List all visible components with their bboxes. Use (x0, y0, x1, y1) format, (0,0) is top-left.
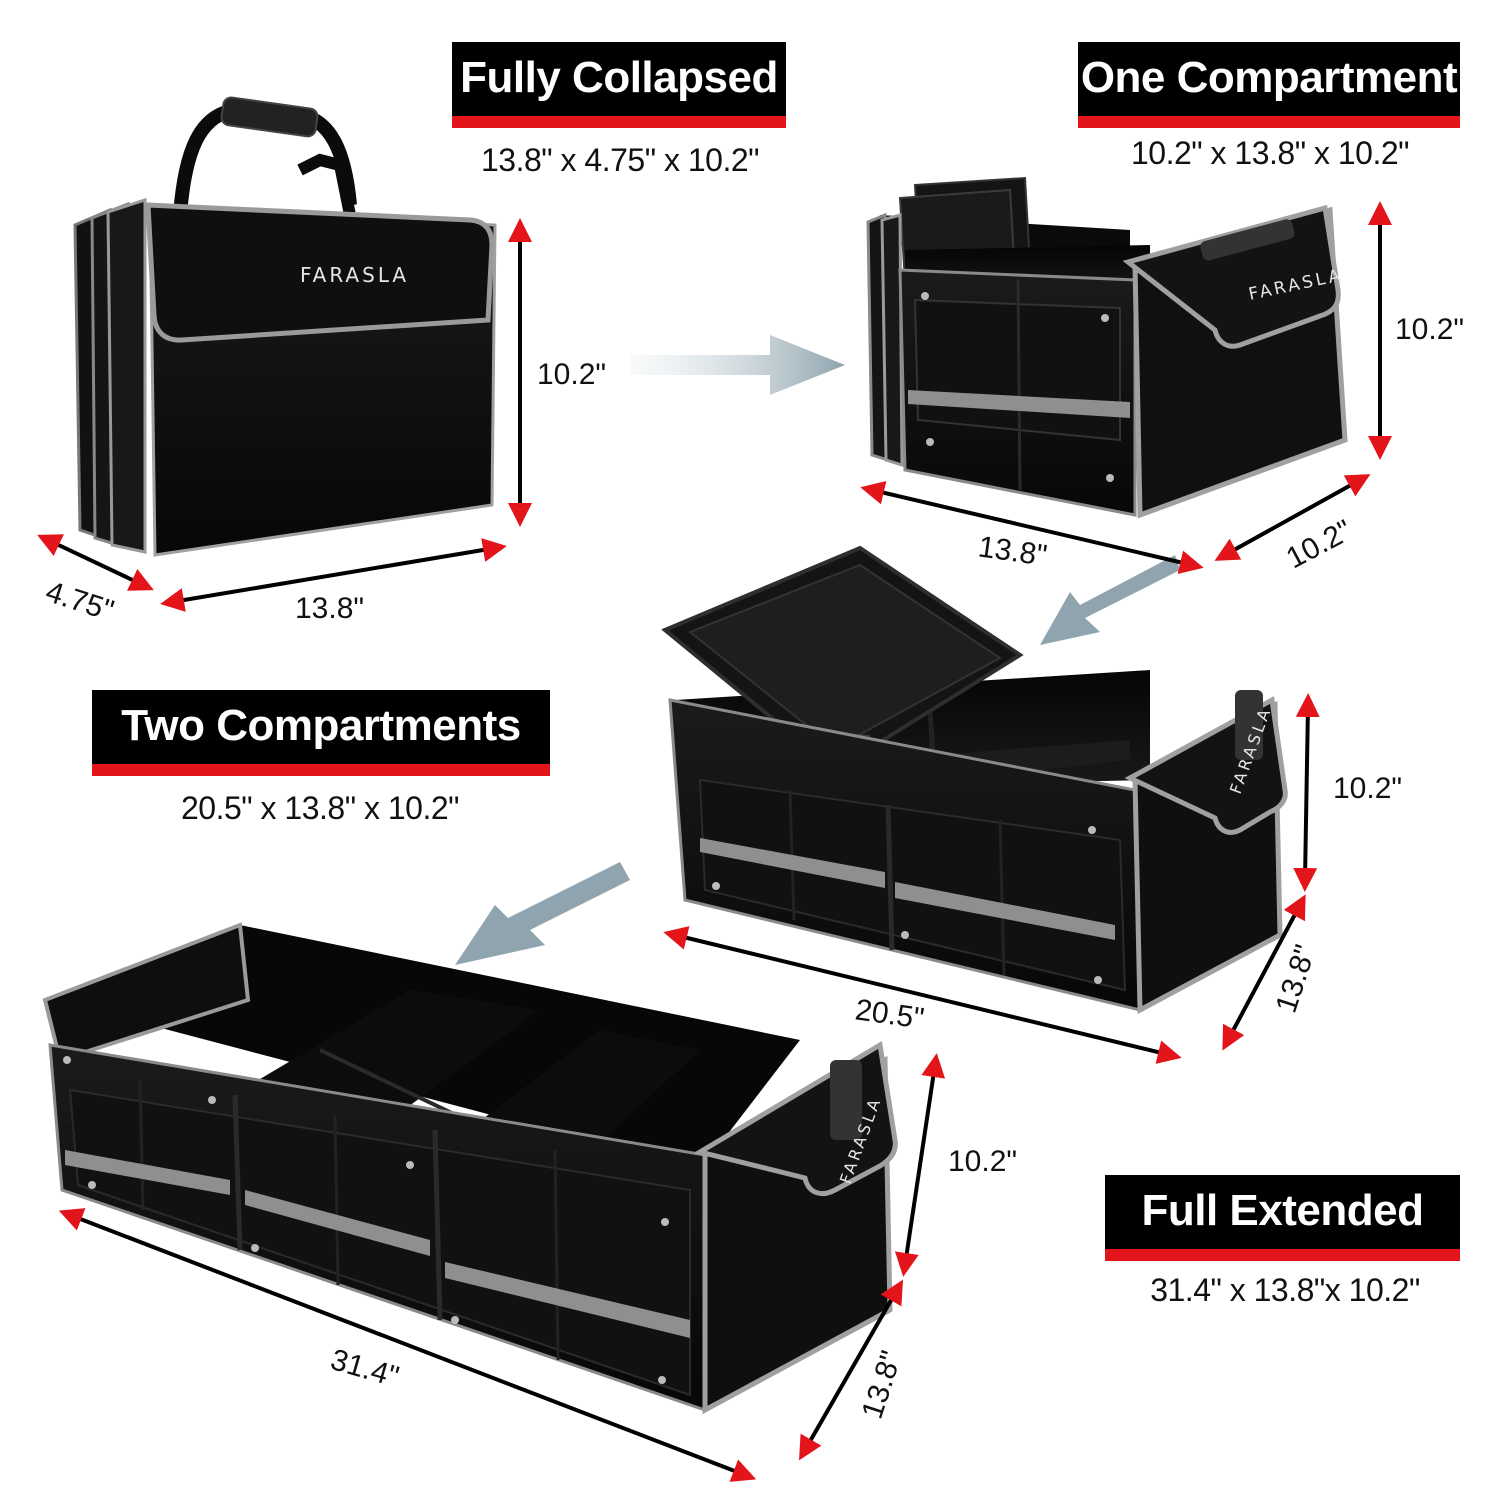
measure-collapsed-width: 13.8" (295, 592, 365, 625)
dims-one-compartment: 10.2" x 13.8" x 10.2" (1131, 135, 1409, 171)
dimension-arrows (37, 201, 1392, 1482)
title-two-compartments: Two Compartments (92, 690, 550, 776)
measure-two-height: 10.2" (1333, 772, 1403, 805)
title-one-compartment: One Compartment (1078, 42, 1460, 128)
flow-arrow-down-left-2 (455, 862, 630, 965)
collapsed-bag-image: FARASLA (73, 96, 497, 557)
two-compartment-bag-image: FARASLA (661, 545, 1288, 1015)
measure-full-height: 10.2" (948, 1145, 1018, 1178)
title-full-extended: Full Extended (1105, 1175, 1460, 1261)
flow-arrow-down-left (1040, 555, 1180, 645)
flow-arrows (455, 335, 1180, 965)
one-compartment-bag-image: FARASLA (866, 176, 1348, 519)
dims-two-compartments: 20.5" x 13.8" x 10.2" (181, 790, 459, 826)
full-extended-bag-image: FARASLA (42, 922, 898, 1415)
measure-collapsed-height: 10.2" (537, 358, 607, 391)
flow-arrow-right (630, 335, 845, 395)
title-fully-collapsed: Fully Collapsed (452, 42, 786, 128)
measure-one-height: 10.2" (1395, 313, 1465, 346)
brand-logo: FARASLA (300, 263, 409, 287)
dims-full-extended: 31.4" x 13.8"x 10.2" (1150, 1272, 1420, 1308)
dims-fully-collapsed: 13.8" x 4.75" x 10.2" (481, 142, 759, 178)
